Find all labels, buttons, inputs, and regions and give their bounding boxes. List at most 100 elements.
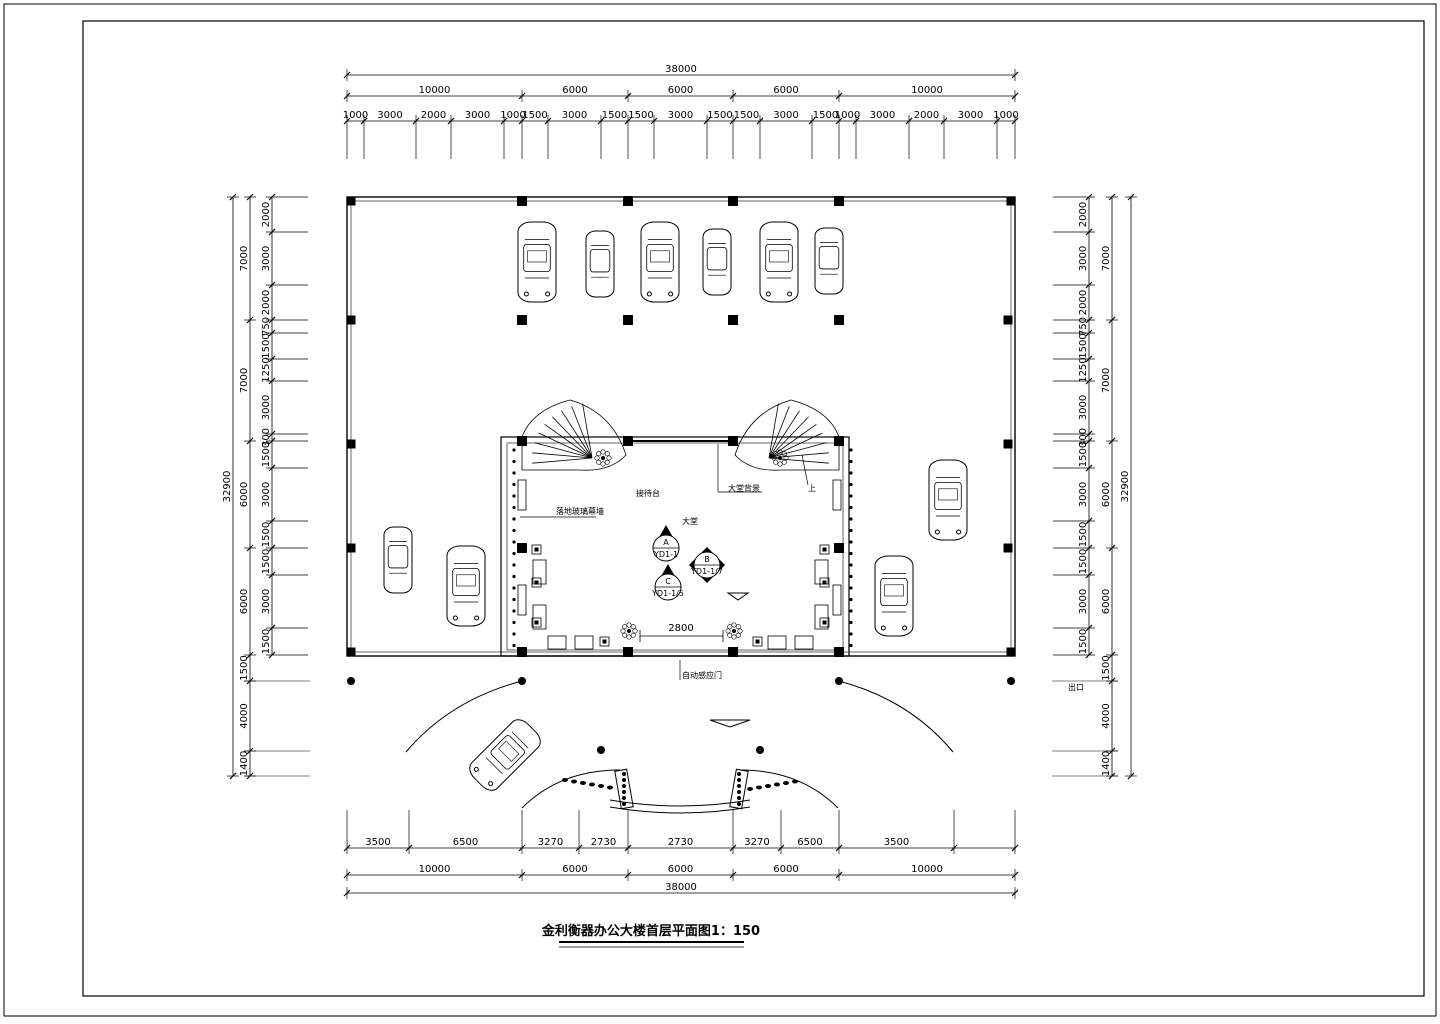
dimension-text: 1500 [1078, 522, 1089, 547]
glass-wall-label: 落地玻璃幕墙 [556, 506, 604, 516]
dimension-text: 1500 [261, 522, 272, 547]
dimension-text: 6000 [773, 864, 798, 875]
dimension-text: 6000 [239, 589, 250, 614]
dimension-text: 3000 [668, 110, 693, 121]
left-dimension-chain: 3290070007000600060001500400014002000300… [222, 193, 310, 780]
dimension-text: 750 [261, 317, 272, 336]
dimension-text: 3000 [465, 110, 490, 121]
car [759, 221, 799, 303]
dimension-text: 1500 [1101, 655, 1112, 680]
dimension-text: 3000 [1078, 246, 1089, 271]
callout-letter: A [663, 538, 669, 547]
dimension-text: 3500 [884, 837, 909, 848]
dimension-text: 10000 [419, 864, 451, 875]
dimension-text: 1500 [734, 110, 759, 121]
entrance-round-columns [347, 677, 1015, 754]
reception-label: 接待台 [636, 488, 660, 498]
dimension-text: 6500 [797, 837, 822, 848]
dimension-text: 1500 [602, 110, 627, 121]
dimension-text: 1500 [813, 110, 838, 121]
staircase-left [521, 399, 627, 471]
car [874, 555, 914, 637]
car [469, 719, 541, 791]
dimension-text: 3000 [1078, 589, 1089, 614]
callout-ref: YD1-1/5 [651, 589, 684, 598]
dimension-text: 3000 [562, 110, 587, 121]
dimension-text: 1500 [707, 110, 732, 121]
leader-lines [520, 444, 809, 680]
dimension-text: 7000 [1101, 246, 1112, 271]
lobby-wall-label: 大堂背景 [728, 483, 760, 493]
dimension-text: 7000 [1101, 368, 1112, 393]
outer-frame [3, 3, 1437, 1017]
dimension-text: 300 [1078, 428, 1089, 447]
dimension-text: 10000 [911, 864, 943, 875]
car [702, 228, 732, 296]
dimension-text: 1000 [993, 110, 1018, 121]
dimension-text: 3000 [377, 110, 402, 121]
dimension-text: 2000 [914, 110, 939, 121]
auto-door-label: 自动感应门 [682, 670, 722, 680]
dimension-text: 10000 [911, 85, 943, 96]
dimension-text: 10000 [419, 85, 451, 96]
staircase-right [734, 399, 840, 471]
lobby-label: 大堂 [682, 516, 698, 526]
dimension-text: 1400 [239, 751, 250, 776]
dimension-text: 6000 [562, 864, 587, 875]
dimension-text: 1500 [522, 110, 547, 121]
entrance-planters [562, 768, 798, 810]
entry-label: 出口 [1068, 682, 1084, 692]
dimension-text: 1500 [1078, 549, 1089, 574]
dimension-text: 6000 [1101, 482, 1112, 507]
dimension-text: 3000 [773, 110, 798, 121]
car [517, 221, 557, 303]
dimension-text: 2000 [421, 110, 446, 121]
dimension-text: 1500 [261, 333, 272, 358]
dimension-text: 6000 [668, 85, 693, 96]
dimension-text: 4000 [1101, 703, 1112, 728]
callout-ref: YD1-1 [653, 550, 678, 559]
dimension-text: 1000 [500, 110, 525, 121]
dimension-text: 2730 [668, 837, 693, 848]
car [446, 545, 486, 627]
dimension-text: 1000 [343, 110, 368, 121]
dimension-text: 2000 [1078, 202, 1089, 227]
dimension-text: 2000 [1078, 290, 1089, 315]
dimension-text: 3000 [1078, 482, 1089, 507]
dimension-text: 4000 [239, 703, 250, 728]
parked-cars [383, 221, 968, 791]
dimension-text: 3000 [1078, 395, 1089, 420]
car [383, 526, 413, 594]
dimension-text: 1500 [1078, 629, 1089, 654]
dimension-text: 3000 [261, 482, 272, 507]
dimension-text: 3000 [261, 589, 272, 614]
dimension-text: 6000 [1101, 589, 1112, 614]
dimension-text: 2000 [261, 290, 272, 315]
dimension-text: 1500 [261, 629, 272, 654]
car [585, 230, 615, 298]
dimension-text: 7000 [239, 368, 250, 393]
dimension-text: 32900 [1120, 471, 1131, 503]
callout-letter: C [665, 577, 671, 586]
dimension-text: 3500 [365, 837, 390, 848]
direction-markers [709, 592, 751, 728]
dimension-text: 32900 [222, 471, 233, 503]
dimension-text: 3000 [261, 246, 272, 271]
dimension-text: 3000 [958, 110, 983, 121]
dimension-text: 38000 [665, 64, 697, 75]
dimension-text: 1500 [1078, 333, 1089, 358]
dimension-text: 300 [261, 428, 272, 447]
dimension-text: 6500 [453, 837, 478, 848]
dimension-text: 3270 [744, 837, 769, 848]
dimension-text: 2730 [591, 837, 616, 848]
right-dimension-chain: 2000300020007501500125030003001500300015… [1052, 193, 1137, 780]
door-width-dimension [639, 630, 724, 642]
dimension-text: 2000 [261, 202, 272, 227]
detail-callout: A YD1-1 [652, 525, 680, 562]
